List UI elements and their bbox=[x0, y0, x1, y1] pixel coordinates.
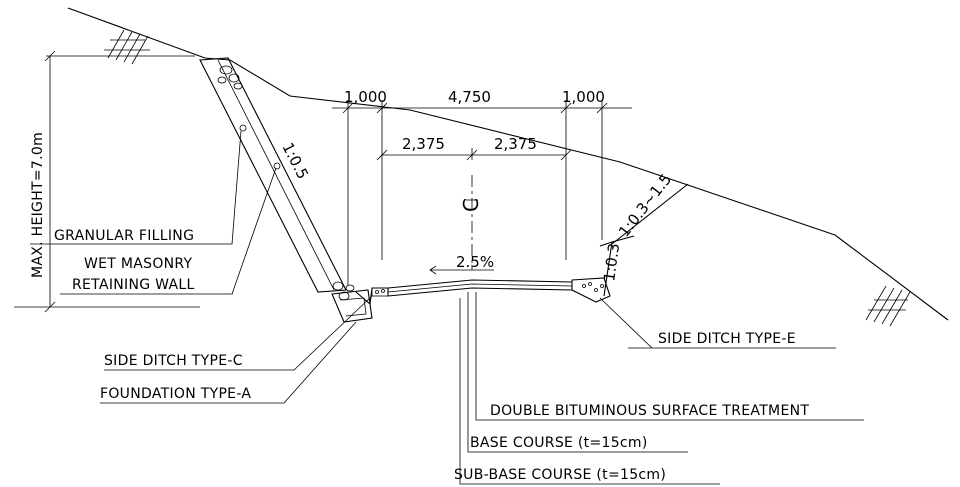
granular-filling-label: GRANULAR FILLING bbox=[54, 228, 194, 244]
dimension-lines bbox=[332, 100, 632, 285]
base-course-label: BASE COURSE (t=15cm) bbox=[470, 435, 648, 451]
foundation-type-a-block bbox=[331, 289, 373, 323]
foundation-inner bbox=[339, 297, 367, 317]
max-height-dimension bbox=[14, 50, 200, 313]
slope-cut-label: 1:0.3~1.5 bbox=[615, 170, 675, 240]
dim-half-right: 2,375 bbox=[494, 135, 537, 153]
sub-base-course-label: SUB-BASE COURSE (t=15cm) bbox=[454, 467, 666, 483]
dim-carriageway: 4,750 bbox=[448, 88, 491, 106]
side-ditch-e-label: SIDE DITCH TYPE-E bbox=[658, 331, 796, 347]
centerline-symbol: C bbox=[459, 198, 483, 212]
ground-hatch-upper-left bbox=[104, 29, 150, 65]
existing-ground-line-upper bbox=[67, 7, 836, 236]
dim-half-left: 2,375 bbox=[402, 135, 445, 153]
dim-shoulder-right: 1,000 bbox=[562, 88, 605, 106]
foundation-a-label: FOUNDATION TYPE-A bbox=[100, 386, 251, 402]
dbst-label: DOUBLE BITUMINOUS SURFACE TREATMENT bbox=[490, 403, 809, 419]
pavement-structure bbox=[387, 279, 573, 297]
ground-hatch-lower-right bbox=[865, 285, 911, 327]
dim-shoulder-left: 1,000 bbox=[344, 88, 387, 106]
crossfall-label: 2.5% bbox=[456, 253, 494, 271]
leader-lines bbox=[30, 130, 864, 485]
slope-ditch-label: 1:0.3 bbox=[600, 242, 623, 283]
wet-masonry-label-line1: WET MASONRY bbox=[84, 256, 193, 272]
cut-slope-right bbox=[611, 183, 689, 245]
existing-ground-line-lower bbox=[834, 234, 949, 321]
centerline bbox=[466, 175, 478, 270]
wet-masonry-retaining-wall bbox=[199, 57, 355, 301]
slope-wall-label: 1:0.5 bbox=[278, 140, 311, 182]
side-ditch-c-label: SIDE DITCH TYPE-C bbox=[104, 353, 243, 369]
max-height-label: MAX. HEIGHT=7.0m bbox=[30, 132, 46, 278]
wet-masonry-label-line2: RETAINING WALL bbox=[72, 277, 195, 293]
